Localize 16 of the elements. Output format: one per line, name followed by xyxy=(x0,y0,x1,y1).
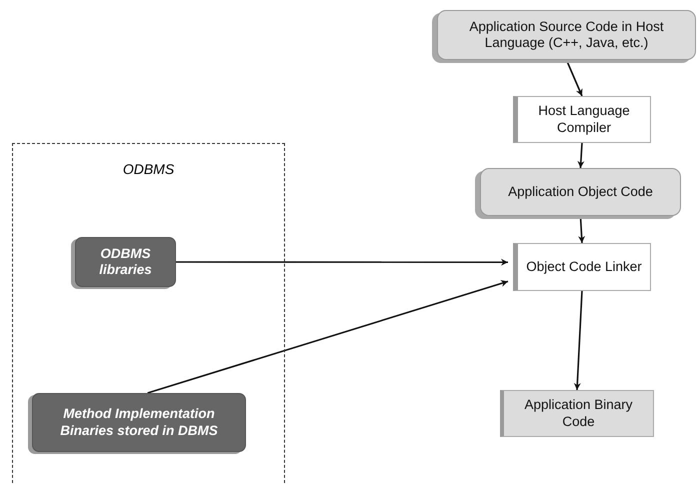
node-label: ODBMS libraries xyxy=(98,246,153,278)
dashed-group-box xyxy=(12,143,285,485)
node-label: Application Object Code xyxy=(507,184,654,200)
node-label: Application Binary Code xyxy=(523,397,634,430)
node-label: Application Source Code in Host Language (C++, Java, etc.) xyxy=(468,18,665,52)
process-box xyxy=(513,96,651,143)
arrow xyxy=(577,142,584,168)
group-title: ODBMS xyxy=(122,161,176,178)
process-box xyxy=(500,390,654,437)
arrow xyxy=(574,290,583,390)
node-label: Method Implementation Binaries stored in DBMS xyxy=(59,406,219,439)
node-label: Host Language Compiler xyxy=(537,103,631,136)
arrow xyxy=(176,258,508,266)
node-label: Object Code Linker xyxy=(525,258,643,276)
arrow xyxy=(147,280,508,394)
process-box xyxy=(513,243,651,291)
